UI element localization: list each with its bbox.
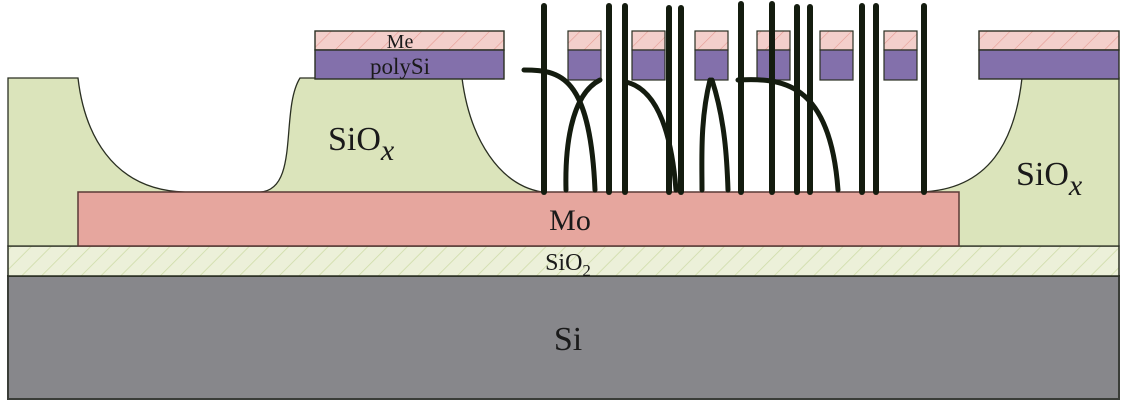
curved-nanotube bbox=[623, 79, 679, 193]
me-label: Me bbox=[387, 31, 414, 53]
me-island bbox=[631, 30, 666, 51]
polysi-island bbox=[883, 49, 918, 81]
me-layer bbox=[978, 30, 1120, 51]
polysi-island bbox=[631, 49, 666, 81]
polysi-island bbox=[819, 49, 854, 81]
nanotube-array bbox=[521, 1, 927, 195]
gate-stack-left: Me polySi bbox=[314, 30, 505, 80]
curved-nanotube bbox=[563, 77, 603, 193]
me-island bbox=[567, 30, 602, 51]
curved-nanotube bbox=[735, 77, 841, 193]
sio2-label: SiO2 bbox=[545, 250, 591, 280]
si-substrate bbox=[7, 275, 1120, 400]
siox-left-label: SiOx bbox=[328, 121, 395, 167]
siox-right-label: SiOx bbox=[1016, 156, 1083, 202]
si-label: Si bbox=[554, 321, 582, 358]
polysi-island bbox=[567, 49, 602, 81]
curved-nanotube bbox=[699, 77, 713, 193]
mo-label: Mo bbox=[549, 204, 591, 237]
gate-stack-right bbox=[978, 30, 1120, 80]
me-island bbox=[883, 30, 918, 51]
me-island bbox=[819, 30, 854, 51]
polysi-island bbox=[694, 49, 729, 81]
sio2-layer bbox=[7, 245, 1120, 277]
me-island bbox=[694, 30, 729, 51]
mo-electrode bbox=[77, 191, 960, 247]
polysi-layer bbox=[314, 49, 505, 80]
curved-nanotube bbox=[521, 67, 598, 193]
polysi-layer bbox=[978, 49, 1120, 80]
gate-islands bbox=[567, 30, 918, 81]
curved-nanotube bbox=[709, 77, 731, 193]
polysi-label: polySi bbox=[370, 54, 430, 79]
